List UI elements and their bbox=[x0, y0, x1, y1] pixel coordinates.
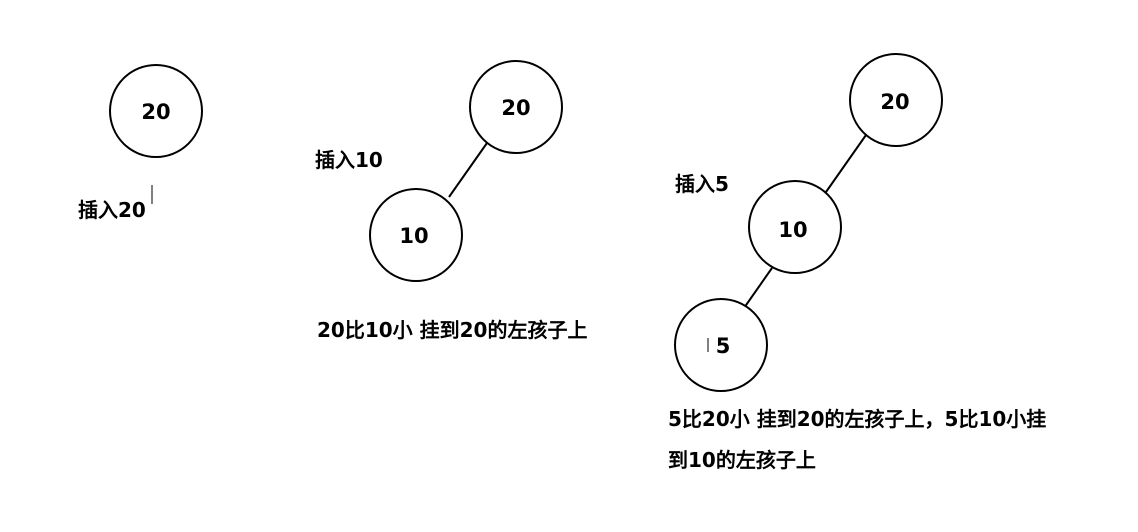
node-circle bbox=[748, 180, 842, 274]
step-1: 20 插入20 bbox=[78, 64, 203, 222]
node-circle bbox=[469, 60, 563, 154]
node-value: 20 bbox=[880, 90, 909, 114]
step-note: 到10的左孩子上 bbox=[668, 448, 816, 472]
tree-edge bbox=[448, 142, 488, 198]
node-value: 10 bbox=[399, 224, 428, 248]
tree-edge bbox=[743, 267, 773, 309]
node-circle bbox=[109, 64, 203, 158]
node-circle bbox=[674, 298, 768, 392]
step-caption: 插入5 bbox=[675, 172, 729, 196]
tree-node: 20 bbox=[849, 53, 943, 147]
step-note: 5比20小 挂到20的左孩子上，5比10小挂 bbox=[668, 407, 1046, 431]
node-value: 20 bbox=[141, 100, 170, 124]
step-caption: 插入10 bbox=[315, 148, 383, 172]
step-3: 20 10 5 插入5 5比20小 挂到20的左孩子上，5比10小挂 到10的左… bbox=[668, 53, 1046, 472]
node-value: 20 bbox=[501, 96, 530, 120]
tree-node: 20 bbox=[109, 64, 203, 158]
node-circle bbox=[369, 188, 463, 282]
tree-node: 10 bbox=[369, 188, 463, 282]
node-circle bbox=[849, 53, 943, 147]
step-note: 20比10小 挂到20的左孩子上 bbox=[317, 318, 587, 342]
step-caption: 插入20 bbox=[78, 198, 146, 222]
tree-node: 10 bbox=[748, 180, 842, 274]
node-value: 10 bbox=[778, 218, 807, 242]
step-2: 20 10 插入10 20比10小 挂到20的左孩子上 bbox=[315, 60, 587, 342]
tree-node: 20 bbox=[469, 60, 563, 154]
tree-node: 5 bbox=[674, 298, 768, 392]
node-value: 5 bbox=[716, 334, 731, 358]
tree-edge bbox=[825, 134, 867, 193]
